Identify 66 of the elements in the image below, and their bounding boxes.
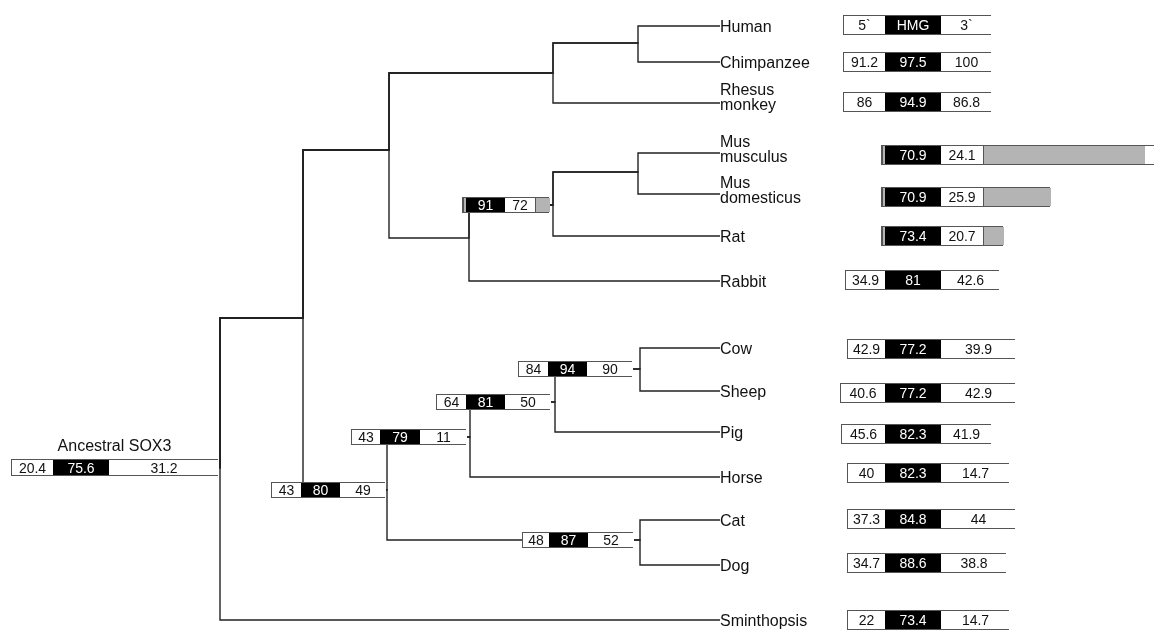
identity-bar — [271, 482, 385, 498]
identity-bar — [843, 92, 991, 112]
identity-bar — [843, 15, 991, 35]
hmg-segment: 73.4 — [885, 227, 941, 245]
species-name: Cow — [720, 340, 752, 356]
tree-branch — [384, 489, 523, 541]
identity-bar — [847, 463, 1009, 483]
hmg-segment: 81 — [885, 271, 941, 289]
species-name: Rabbit — [720, 273, 767, 289]
hmg-segment: 77.2 — [885, 384, 941, 402]
hmg-segment: 82.3 — [885, 464, 941, 482]
hmg-segment: 75.6 — [53, 460, 109, 475]
species-name: Mus musculus — [720, 134, 789, 164]
tree-branch — [548, 204, 721, 237]
hmg-segment: 94.9 — [885, 93, 941, 111]
species-name: Sminthopsis — [720, 612, 808, 628]
identity-bar — [847, 553, 1006, 573]
identity-bar — [840, 383, 1015, 403]
species-name: Pig — [720, 424, 744, 440]
identity-bar — [881, 145, 1154, 165]
identity-bar — [847, 610, 1009, 630]
identity-bar — [522, 532, 633, 548]
identity-bar — [847, 339, 1015, 359]
species-name: Rat — [720, 228, 745, 244]
tree-branch — [549, 401, 721, 433]
node-title: Ancestral SOX3 — [56, 437, 173, 455]
species-name: Chimpanzee — [720, 54, 810, 70]
tree-branch — [217, 317, 304, 483]
species-name: Dog — [720, 557, 750, 573]
identity-bar — [881, 187, 1050, 207]
tree-branch — [217, 466, 721, 621]
hmg-segment: 88.6 — [885, 554, 941, 572]
tree-branch — [384, 444, 388, 491]
hmg-segment: 84.8 — [885, 510, 941, 528]
hmg-segment: 73.4 — [885, 611, 941, 629]
species-name: Human — [720, 18, 772, 34]
hmg-segment: 87 — [549, 533, 588, 547]
hmg-segment: 79 — [380, 430, 420, 444]
hmg-segment: 77.2 — [885, 340, 941, 358]
hmg-segment: 80 — [301, 483, 340, 497]
identity-bar — [841, 424, 991, 444]
hmg-segment: 82.3 — [885, 425, 941, 443]
hmg-segment: 97.5 — [885, 53, 941, 71]
identity-bar — [843, 52, 991, 72]
tree-branch — [631, 368, 721, 392]
hmg-segment: 70.9 — [885, 146, 941, 164]
identity-bar — [845, 270, 999, 290]
identity-bar — [518, 361, 632, 377]
identity-bar — [847, 509, 1015, 529]
tree-branch — [468, 212, 721, 282]
species-name: Horse — [720, 469, 763, 485]
hmg-segment: 94 — [548, 362, 587, 376]
hmg-segment: HMG — [885, 16, 941, 34]
tree-branch — [465, 436, 721, 478]
identity-bar — [881, 226, 1003, 246]
hmg-segment: 70.9 — [885, 188, 941, 206]
species-name: Mus domesticus — [720, 175, 802, 205]
species-name: Rhesus monkey — [720, 82, 778, 112]
species-name: Sheep — [720, 383, 767, 399]
species-name: Cat — [720, 512, 745, 528]
hmg-segment: 91 — [466, 198, 505, 212]
identity-bar — [436, 394, 550, 410]
identity-bar — [351, 429, 466, 445]
hmg-segment: 81 — [466, 395, 505, 409]
identity-bar — [462, 197, 549, 213]
tree-branch — [632, 539, 721, 566]
